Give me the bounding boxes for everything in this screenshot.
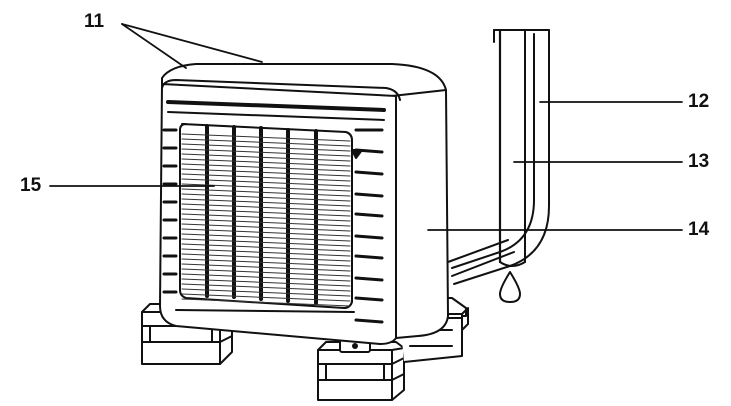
leader-11a [121, 23, 187, 69]
grille-hatch-line [181, 248, 351, 257]
grille-hatch-line [181, 258, 351, 267]
grille-hatch-line [181, 253, 351, 262]
grille-hatch-line [181, 198, 351, 207]
grille-hatch-line [181, 278, 351, 287]
grille-hatch-line [181, 168, 351, 177]
grille-hatch-line [181, 133, 351, 142]
grille-hatch-line [181, 268, 351, 277]
grille-hatch-line [181, 153, 351, 162]
grille-hatch-line [181, 238, 351, 247]
left-louvres [162, 128, 178, 294]
grille-hatch-line [181, 228, 351, 237]
grille-hatch-line [181, 283, 351, 292]
drain-hose [447, 28, 526, 277]
pipe-conduit [451, 29, 550, 285]
grille-hatch-line [181, 163, 351, 172]
grille-hatch-line [181, 218, 351, 227]
callout-15: 15 [20, 175, 42, 196]
grille-hatch-line [181, 148, 351, 157]
fan-grille [179, 123, 353, 309]
grille-hatch-line [181, 143, 351, 152]
grille-hatch-line [181, 288, 351, 297]
grille-hatch-line [181, 243, 351, 252]
grille-hatch-line [181, 173, 351, 182]
grille-hatch-line [181, 203, 351, 212]
grille-hatch-line [181, 208, 351, 217]
grille-hatch-line [181, 273, 351, 282]
grille-hatch-line [181, 263, 351, 272]
grille-hatch-line [181, 193, 351, 202]
arrow-mark-icon [351, 149, 363, 159]
outdoor-unit-cabinet [159, 63, 449, 345]
right-foot-block [317, 339, 405, 401]
water-drop [499, 271, 521, 303]
leader-11b [121, 23, 263, 63]
callout-13: 13 [688, 151, 710, 172]
grille-hatch-line [181, 213, 351, 222]
callout-11: 11 [84, 11, 105, 32]
grille-hatch-line [181, 188, 351, 197]
grille-hatch-line [181, 298, 351, 307]
grille-hatch-line [181, 223, 351, 232]
grille-hatch-line [181, 178, 351, 187]
grille-hatch-line [181, 138, 351, 147]
grille-hatch-line [181, 293, 351, 302]
leader-lines [49, 23, 683, 231]
grille-hatch-line [181, 233, 351, 242]
grille-hatch-line [181, 158, 351, 167]
callout-14: 14 [688, 219, 710, 240]
callout-12: 12 [688, 91, 710, 112]
